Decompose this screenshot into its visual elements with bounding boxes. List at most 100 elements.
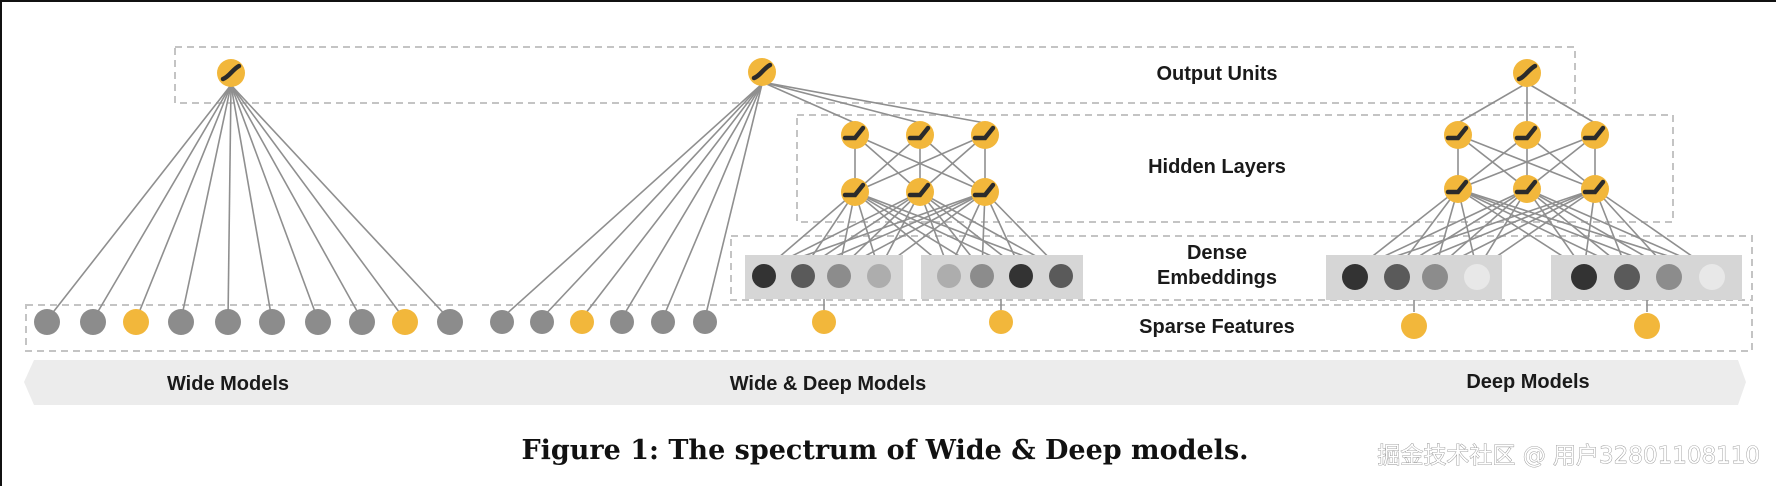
label-deep-models: Deep Models (1466, 371, 1589, 393)
wd-wide-edge (501, 83, 763, 319)
deep-hidden-unit (1444, 175, 1472, 203)
wd-hidden-unit (971, 178, 999, 206)
deep-output-edge (1526, 82, 1596, 124)
deep-hidden-unit (1581, 121, 1609, 149)
wd-wide-edge (704, 83, 763, 319)
wide-sparse-feature (305, 309, 331, 335)
wide-edge (227, 84, 232, 321)
wide-sparse-feature (392, 309, 418, 335)
wide-edge (92, 84, 232, 321)
nodes (34, 58, 1742, 339)
wd-hidden-unit (841, 178, 869, 206)
wd-hidden-unit (841, 121, 869, 149)
wd-output-edge (761, 81, 986, 124)
relu-icon (1514, 179, 1538, 195)
label-embeddings: Embeddings (1157, 267, 1277, 289)
wd-embedding-unit (791, 264, 815, 288)
wd-embedding-unit (970, 264, 994, 288)
relu-icon (972, 125, 996, 141)
deep-embedding-unit (1384, 264, 1410, 290)
wide-edge (135, 84, 232, 321)
deep-embedding-unit (1614, 264, 1640, 290)
wd-output-unit (748, 58, 776, 86)
wd-wide-edge (621, 83, 763, 319)
label-hidden-layers: Hidden Layers (1148, 156, 1286, 178)
output-units-box (174, 46, 1576, 104)
figure-caption: Figure 1: The spectrum of Wide & Deep mo… (521, 435, 1248, 466)
relu-icon (842, 125, 866, 141)
wide-sparse-feature (34, 309, 60, 335)
deep-hidden-unit (1581, 175, 1609, 203)
deep-embedding-unit (1656, 264, 1682, 290)
wide-output-unit (217, 59, 245, 87)
relu-icon (972, 182, 996, 198)
wd-categorical-feature (989, 310, 1013, 334)
wide-sparse-feature (168, 309, 194, 335)
wd-hidden-edge (919, 134, 986, 193)
sigmoid-icon (1516, 63, 1538, 82)
sigmoid-icon (220, 63, 242, 82)
relu-icon (1582, 179, 1606, 195)
wd-wide-sparse-feature (570, 310, 594, 334)
label-wide-models: Wide Models (167, 373, 289, 395)
wd-hidden-unit (906, 178, 934, 206)
relu-icon (842, 182, 866, 198)
wd-wide-sparse-feature (530, 310, 554, 334)
sigmoid-icon (751, 62, 773, 81)
wd-hidden-edge (854, 134, 921, 193)
wd-hidden-unit (971, 121, 999, 149)
wide-sparse-feature (349, 309, 375, 335)
label-wide-deep-models: Wide & Deep Models (730, 373, 927, 395)
wd-categorical-feature (812, 310, 836, 334)
relu-icon (1582, 125, 1606, 141)
sparse-features-box (25, 304, 1753, 352)
watermark: 掘金技术社区 @ 用户32801108110 (1377, 443, 1760, 469)
wide-sparse-feature (259, 309, 285, 335)
wide-edge (230, 84, 451, 321)
dense-embeddings-box (730, 235, 1753, 301)
deep-embedding-unit (1342, 264, 1368, 290)
deep-hidden-unit (1513, 121, 1541, 149)
deep-embedding-unit (1422, 264, 1448, 290)
wide-edge (46, 84, 232, 321)
deep-embedding-unit (1699, 264, 1725, 290)
wide-edge (230, 84, 406, 321)
wd-output-edge (761, 81, 856, 124)
wd-wide-sparse-feature (693, 310, 717, 334)
wide-sparse-feature (437, 309, 463, 335)
label-output-units: Output Units (1156, 63, 1277, 85)
spectrum-band (24, 360, 1746, 405)
wd-output-edge (761, 81, 921, 124)
layer-boxes (25, 46, 1753, 352)
deep-hidden-unit (1513, 175, 1541, 203)
wd-hidden-edge (854, 134, 986, 193)
deep-embedding-unit (1571, 264, 1597, 290)
wd-wide-edge (581, 83, 763, 319)
wd-embedding-unit (867, 264, 891, 288)
wd-embedding-unit (827, 264, 851, 288)
wide-sparse-feature (123, 309, 149, 335)
wd-wide-sparse-feature (651, 310, 675, 334)
deep-hidden-edge (1457, 134, 1596, 190)
relu-icon (907, 125, 931, 141)
relu-icon (1514, 125, 1538, 141)
relu-icon (1445, 179, 1469, 195)
wd-embedding-unit (937, 264, 961, 288)
label-dense: Dense (1187, 242, 1247, 264)
wd-embedding-unit (752, 264, 776, 288)
wide-edge (180, 84, 232, 321)
wd-hidden-unit (906, 121, 934, 149)
deep-categorical-feature (1634, 313, 1660, 339)
wide-edge (230, 84, 363, 321)
wide-sparse-feature (215, 309, 241, 335)
wd-wide-edge (662, 83, 763, 319)
wd-wide-edge (541, 83, 763, 319)
wd-embedding-unit (1009, 264, 1033, 288)
deep-embedding-unit (1464, 264, 1490, 290)
relu-icon (1445, 125, 1469, 141)
wd-wide-sparse-feature (610, 310, 634, 334)
deep-output-edge (1457, 82, 1528, 124)
wd-embedding-unit (1049, 264, 1073, 288)
